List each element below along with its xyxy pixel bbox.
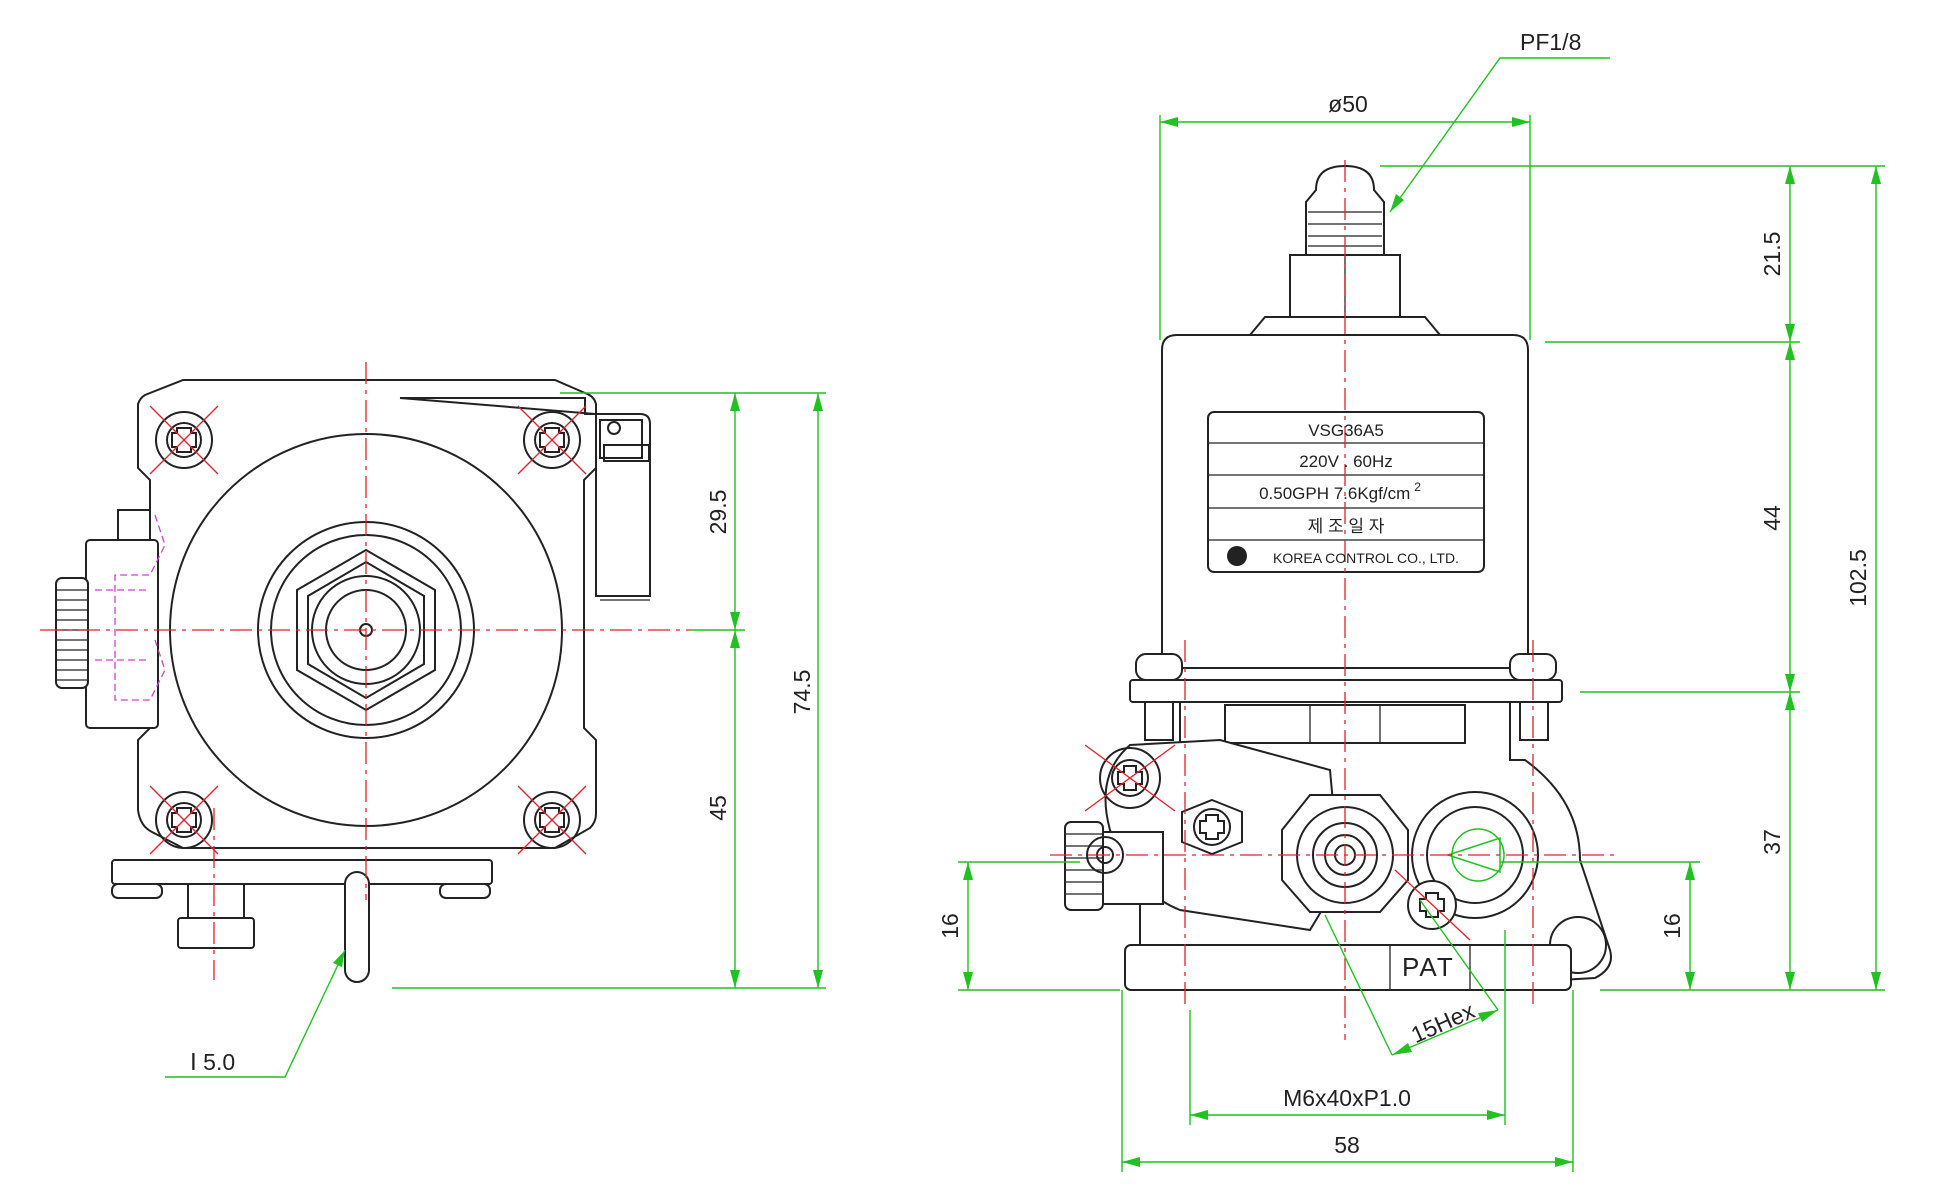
dim-16-left: 16 — [937, 913, 963, 939]
label-korean: 제 조 일 자 — [1308, 517, 1385, 536]
front-bolt-bl — [149, 785, 219, 855]
dim-58: 58 — [1334, 1132, 1360, 1158]
dim-45: 45 — [705, 795, 731, 821]
side-bolt-nut-r — [1519, 701, 1549, 741]
front-hidden-passage — [114, 514, 166, 701]
side-bolt-nut-l — [1144, 701, 1174, 741]
dim-16-right: 16 — [1659, 913, 1685, 939]
side-bolt-head-l — [1135, 653, 1183, 681]
front-base-foot-l — [111, 883, 163, 899]
side-knob-knurl — [1065, 833, 1103, 895]
dim-phi-50: ø50 — [1328, 91, 1368, 117]
name-label — [1207, 411, 1485, 573]
front-terminal-screw — [607, 421, 621, 435]
dim-21-5: 21.5 — [1759, 232, 1785, 277]
dim-44: 44 — [1759, 505, 1785, 531]
side-arm-screw-icon — [1117, 765, 1143, 791]
front-dimensions — [165, 392, 826, 1078]
front-bolt-br — [517, 785, 587, 855]
front-bolt-tl — [149, 405, 219, 475]
maker-logo-icon — [1227, 546, 1247, 566]
side-adjust-knob — [1064, 821, 1104, 911]
label-model: VSG36A5 — [1308, 421, 1384, 440]
side-flange — [1129, 679, 1563, 703]
dim-pf-1-8: PF1/8 — [1520, 29, 1581, 55]
dim-m6x40: M6x40xP1.0 — [1283, 1085, 1411, 1111]
dim-37: 37 — [1759, 829, 1785, 855]
dim-74-5: 74.5 — [789, 670, 815, 715]
dim-29-5: 29.5 — [705, 490, 731, 535]
side-small-port — [1086, 836, 1124, 874]
front-right-terminal — [399, 397, 651, 597]
side-arm-screw-ring — [1099, 747, 1161, 809]
side-dimensions — [958, 57, 1885, 1172]
front-base-plate — [111, 859, 493, 885]
dim-102-5: 102.5 — [1845, 549, 1871, 607]
side-knob-housing — [1102, 831, 1164, 905]
side-base — [1124, 944, 1572, 991]
front-terminal-cap — [599, 419, 643, 459]
front-view — [40, 362, 690, 983]
front-adjust-knob — [55, 577, 89, 689]
front-nozzle-pin — [344, 871, 370, 983]
dim-15-0: Ⅰ 5.0 — [190, 1049, 235, 1075]
dim-15hex: 15Hex — [1407, 997, 1479, 1048]
front-bottom-bolt-head — [177, 917, 255, 949]
front-bolt-tr — [517, 405, 587, 475]
side-hex-screw — [1181, 798, 1243, 856]
side-view: PAT — [1050, 160, 1620, 1040]
base-mark-pat: PAT — [1402, 952, 1455, 982]
front-base-foot-r — [439, 883, 491, 899]
label-voltage: 220V . 60Hz — [1299, 452, 1393, 471]
front-bottom-bolt-body — [187, 883, 245, 919]
label-maker: KOREA CONTROL CO., LTD. — [1273, 550, 1459, 566]
front-terminal-lug — [603, 444, 650, 462]
